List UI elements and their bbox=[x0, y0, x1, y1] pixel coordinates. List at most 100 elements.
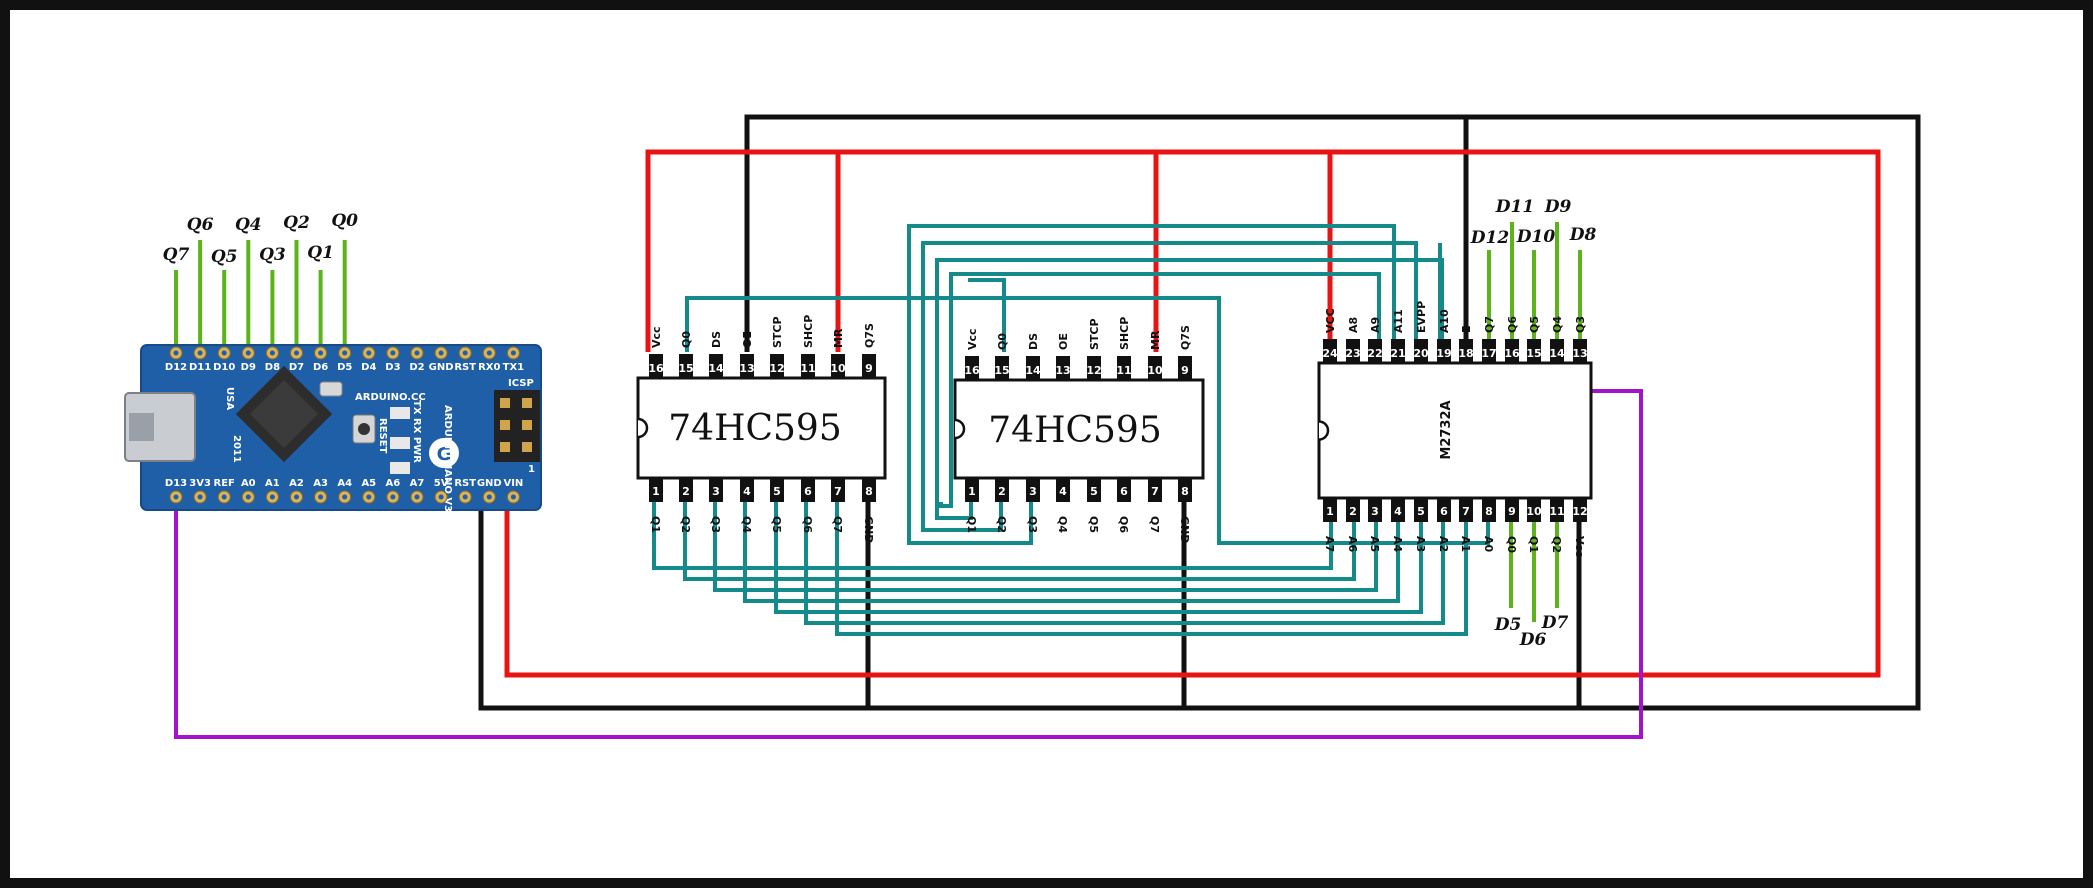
nano-bottom-pin-label: RST bbox=[454, 478, 476, 489]
sr1-bottom-pin-name: Q7 bbox=[831, 516, 844, 533]
wire-vcc-loop bbox=[504, 149, 1881, 678]
nano-top-pin-hole bbox=[221, 350, 227, 356]
eprom-notch bbox=[1318, 420, 1330, 441]
nano-bottom-pin-hole bbox=[318, 494, 324, 500]
sr2-bottom-pin-name: Q2 bbox=[995, 516, 1008, 533]
sr1-bottom-pin-number: 4 bbox=[743, 485, 751, 498]
eprom-data-label: D11 bbox=[1495, 197, 1534, 217]
sr1-bottom-pin-name: GND bbox=[862, 516, 875, 543]
nano-mcu-core bbox=[250, 380, 318, 448]
nano-usb-port bbox=[129, 413, 154, 441]
eprom-bottom-pin-name: Q0 bbox=[1505, 536, 1518, 553]
nano-top-pin-label: TX1 bbox=[503, 362, 525, 373]
sr1-top-pin bbox=[831, 354, 845, 378]
sr2-notch bbox=[954, 418, 966, 440]
sr1-top-pin-number: 15 bbox=[678, 362, 693, 375]
wire-addr-a3 bbox=[774, 498, 1423, 614]
sr1-bottom-pin-name: Q3 bbox=[709, 516, 722, 533]
nano-icsp-label: ICSP bbox=[508, 378, 534, 389]
nano-bottom-pin-label: A3 bbox=[313, 478, 328, 489]
wire-sr2-q0 bbox=[968, 278, 1006, 352]
sr2-bottom-pin-name: Q5 bbox=[1087, 516, 1100, 533]
eprom-top-pin bbox=[1346, 339, 1360, 363]
nano-top-pin-hole bbox=[462, 350, 468, 356]
eprom-bottom-pin-name: A1 bbox=[1459, 536, 1472, 552]
nano-bottom-pin-hole bbox=[510, 494, 516, 500]
sr1-label: 74HC595 bbox=[668, 408, 841, 449]
sr1-top-pin-number: 11 bbox=[800, 362, 815, 375]
nano-bottom-pin-label: A2 bbox=[289, 478, 304, 489]
sr1-bottom-pin-name: Q4 bbox=[740, 516, 753, 533]
sr1-top-pin-number: 10 bbox=[830, 362, 846, 375]
eprom-bottom-pin-name: A5 bbox=[1368, 536, 1381, 552]
wire-addr-a2 bbox=[804, 498, 1445, 625]
nano-top-pin-hole bbox=[197, 350, 203, 356]
eprom-top-pin-name: A11 bbox=[1392, 309, 1405, 333]
sr2-top-pin-name: OE bbox=[1057, 333, 1070, 350]
sr2-bottom-pin bbox=[1087, 478, 1101, 502]
nano-top-pin-label: D3 bbox=[385, 362, 400, 373]
nano-top-pin-hole bbox=[245, 350, 251, 356]
sr2-bottom-pin-number: 6 bbox=[1120, 485, 1128, 498]
nano-top-pin-hole bbox=[294, 350, 299, 356]
eprom-top-pin-number: 19 bbox=[1436, 347, 1451, 360]
wire-addr-a4 bbox=[743, 498, 1400, 603]
sr2-top-pin-number: 10 bbox=[1147, 364, 1163, 377]
nano-top-pin-label: D8 bbox=[265, 362, 280, 373]
eprom-top-pin bbox=[1482, 339, 1496, 363]
eprom-bottom-pin-name: A2 bbox=[1437, 536, 1450, 552]
eprom-top-pin-name: Q7 bbox=[1483, 316, 1496, 333]
nano-bottom-pin-label: GND bbox=[477, 478, 502, 489]
eprom-top-pin bbox=[1414, 339, 1428, 363]
shift-register-2: 16Vcc15Q014DS13OE12STCP11SHCP10MR9Q7S1Q1… bbox=[953, 317, 1205, 543]
nano-reset-knob bbox=[358, 423, 370, 435]
sr1-bottom-pin bbox=[801, 478, 815, 502]
sr2-top-pin bbox=[1026, 356, 1040, 380]
sr2-top-pin bbox=[1117, 356, 1131, 380]
sr2-top-pin-number: 9 bbox=[1181, 364, 1189, 377]
nano-icsp-pins bbox=[500, 398, 532, 452]
sr1-bottom-pin bbox=[770, 478, 784, 502]
nano-bottom-pin-hole bbox=[197, 494, 203, 500]
eprom-bottom-pin-number: 7 bbox=[1462, 505, 1470, 518]
sr1-top-pin bbox=[709, 354, 723, 378]
eprom-top-pin-number: 14 bbox=[1549, 347, 1565, 360]
eprom-data-label: D5 bbox=[1494, 615, 1522, 635]
sr1-top-pin bbox=[801, 354, 815, 378]
eprom-bottom-pin bbox=[1505, 498, 1519, 522]
sr2-bottom-pin-name: GND bbox=[1178, 516, 1191, 543]
wire-addr-a8 bbox=[907, 224, 1396, 545]
eprom-bottom-pin bbox=[1550, 498, 1564, 522]
eprom-bottom-pin-number: 10 bbox=[1526, 505, 1542, 518]
sr2-top-pin-name: MR bbox=[1149, 330, 1162, 350]
eprom-top-pin-name: A9 bbox=[1369, 317, 1382, 333]
sr1-top-pin-name: Q7S bbox=[863, 323, 876, 348]
nano-bottom-pin-label: 5V bbox=[434, 478, 449, 489]
sr2-top-pin-name: Vcc bbox=[966, 328, 979, 350]
eprom-bottom-pin-number: 12 bbox=[1572, 505, 1587, 518]
nano-bottom-pin-hole bbox=[221, 494, 227, 500]
wire-addr-a11 bbox=[939, 272, 1381, 508]
sr1-bottom-pin-number: 3 bbox=[712, 485, 720, 498]
sr2-top-pin bbox=[1178, 356, 1192, 380]
sr1-top-pin-name: OE bbox=[741, 331, 754, 348]
nano-q-label: Q3 bbox=[259, 245, 286, 265]
sr2-top-pin-name: DS bbox=[1027, 333, 1040, 350]
sr1-bottom-pin bbox=[649, 478, 663, 502]
sr1-bottom-pin-name: Q5 bbox=[770, 516, 783, 533]
sr1-top-pin-number: 16 bbox=[648, 362, 664, 375]
nano-top-pin-hole bbox=[510, 350, 516, 356]
eprom-top-pin-name: Q3 bbox=[1574, 316, 1587, 333]
nano-text-reset: RESET bbox=[377, 418, 388, 454]
sr1-bottom-pin-number: 5 bbox=[773, 485, 781, 498]
nano-bottom-pin-label: A4 bbox=[337, 478, 352, 489]
nano-crystal bbox=[319, 381, 343, 397]
sr1-top-pin-number: 14 bbox=[708, 362, 724, 375]
eprom-top-pin-number: 18 bbox=[1458, 347, 1473, 360]
wire-addr-a7 bbox=[652, 498, 1333, 570]
sr2-top-pin-number: 12 bbox=[1086, 364, 1101, 377]
sr2-top-pin-number: 13 bbox=[1055, 364, 1070, 377]
sr2-top-pin bbox=[1087, 356, 1101, 380]
sr1-body bbox=[636, 376, 887, 480]
